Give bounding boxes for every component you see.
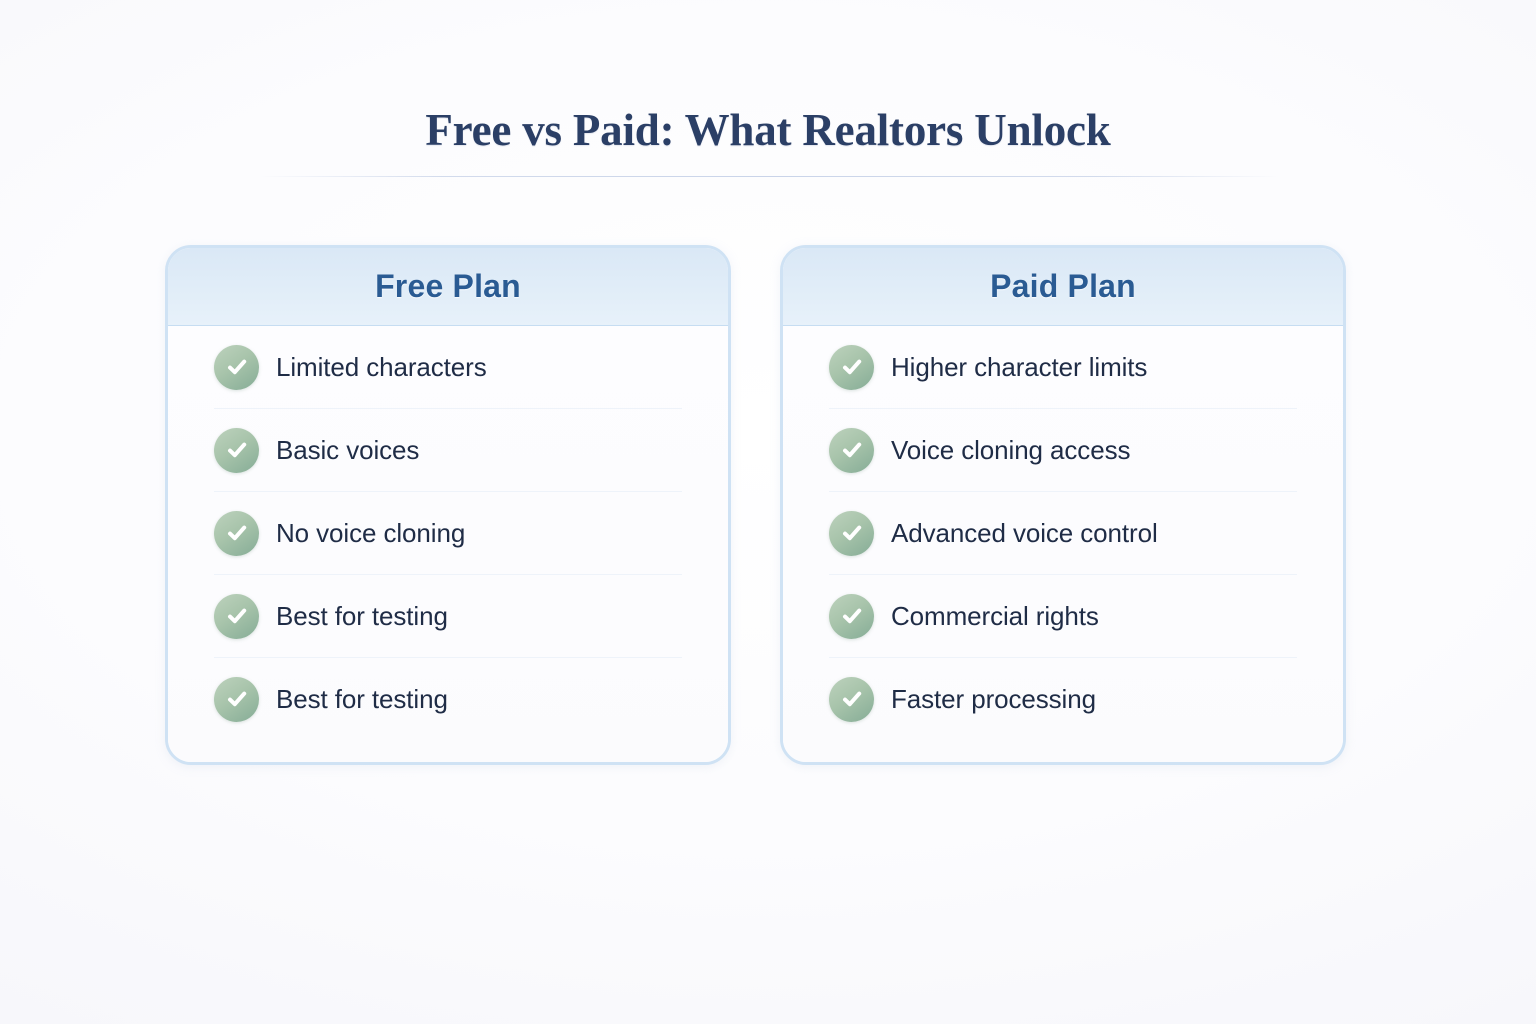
list-item: Advanced voice control [829, 492, 1297, 575]
title-divider [258, 176, 1280, 177]
check-circle-icon [214, 676, 259, 722]
list-item: Voice cloning access [829, 409, 1297, 492]
plan-card-paid-header: Paid Plan [783, 248, 1343, 326]
list-item-label: Limited characters [276, 351, 487, 382]
list-item-label: Advanced voice control [891, 517, 1158, 548]
check-circle-icon [829, 344, 874, 390]
list-item-label: Voice cloning access [891, 434, 1131, 465]
check-circle-icon [829, 593, 874, 639]
list-item-label: Best for testing [276, 600, 448, 631]
list-item: Best for testing [214, 575, 682, 658]
list-item: Faster processing [829, 658, 1297, 740]
list-item: Commercial rights [829, 575, 1297, 658]
plan-card-free-header: Free Plan [168, 248, 728, 326]
list-item-label: Best for testing [276, 683, 448, 714]
list-item: Higher character limits [829, 326, 1297, 409]
list-item: Basic voices [214, 409, 682, 492]
list-item-label: Basic voices [276, 434, 420, 465]
plan-card-free: Free Plan Limited characters [165, 245, 731, 765]
check-circle-icon [829, 676, 874, 722]
page-title: Free vs Paid: What Realtors Unlock [425, 105, 1111, 155]
list-item: Limited characters [214, 326, 682, 409]
check-circle-icon [214, 593, 259, 639]
check-circle-icon [214, 344, 259, 390]
check-circle-icon [214, 427, 259, 473]
check-circle-icon [214, 510, 259, 556]
plan-card-free-title: Free Plan [375, 268, 521, 304]
list-item: No voice cloning [214, 492, 682, 575]
plan-card-paid: Paid Plan Higher character limits [780, 245, 1346, 765]
list-item-label: Commercial rights [891, 600, 1099, 631]
check-circle-icon [829, 427, 874, 473]
list-item-label: Faster processing [891, 683, 1096, 714]
list-item: Best for testing [214, 658, 682, 740]
plan-card-free-feature-list: Limited characters Basic voices [168, 326, 728, 762]
check-circle-icon [829, 510, 874, 556]
plan-card-paid-feature-list: Higher character limits Voice cloning ac… [783, 326, 1343, 762]
list-item-label: No voice cloning [276, 517, 466, 548]
list-item-label: Higher character limits [891, 351, 1148, 382]
plan-card-paid-title: Paid Plan [990, 268, 1136, 304]
